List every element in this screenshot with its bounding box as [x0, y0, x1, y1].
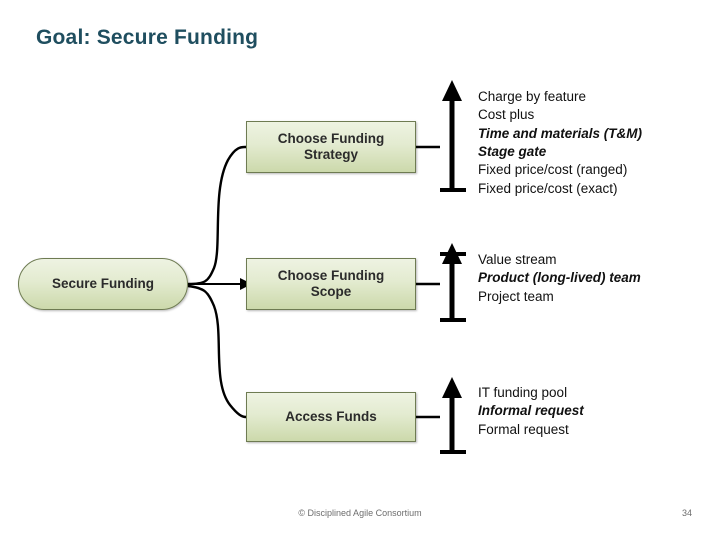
- node-strategy-line1: Choose Funding: [277, 131, 385, 147]
- option-item: Charge by feature: [478, 89, 587, 104]
- options-list-strategy: Charge by feature Cost plus Time and mat…: [478, 88, 642, 198]
- node-choose-funding-strategy[interactable]: Choose Funding Strategy: [246, 121, 416, 173]
- node-access-funds[interactable]: Access Funds: [246, 392, 416, 442]
- option-item: Informal request: [478, 403, 584, 419]
- node-scope-text: Choose Funding Scope: [278, 268, 384, 299]
- node-access-line1: Access Funds: [285, 409, 377, 425]
- option-item: Time and materials (T&M): [478, 125, 643, 141]
- footer-credit: © Disciplined Agile Consortium: [298, 508, 422, 518]
- node-strategy-line2: Strategy: [303, 147, 358, 162]
- node-secure-funding[interactable]: Secure Funding: [18, 258, 188, 310]
- node-root-label: Secure Funding: [51, 276, 154, 292]
- option-item: Cost plus: [478, 107, 535, 123]
- options-list-access: IT funding pool Informal request Formal …: [478, 384, 584, 439]
- option-item: Formal request: [478, 421, 569, 437]
- node-choose-funding-scope[interactable]: Choose Funding Scope: [246, 258, 416, 310]
- node-strategy-text: Choose Funding Strategy: [278, 131, 384, 162]
- node-scope-line2: Scope: [310, 284, 352, 299]
- node-scope-line1: Choose Funding: [277, 268, 385, 284]
- option-item: Fixed price/cost (ranged): [478, 162, 628, 178]
- option-item: IT funding pool: [478, 385, 568, 400]
- option-item: Product (long-lived) team: [478, 270, 641, 286]
- option-item: Stage gate: [478, 144, 547, 160]
- option-item: Fixed price/cost (exact): [478, 180, 618, 196]
- option-item: Value stream: [478, 252, 557, 267]
- options-list-scope: Value stream Product (long-lived) team P…: [478, 251, 641, 306]
- option-item: Project team: [478, 288, 554, 304]
- footer-page-number: 34: [681, 508, 692, 518]
- page-title: Goal: Secure Funding: [36, 26, 259, 49]
